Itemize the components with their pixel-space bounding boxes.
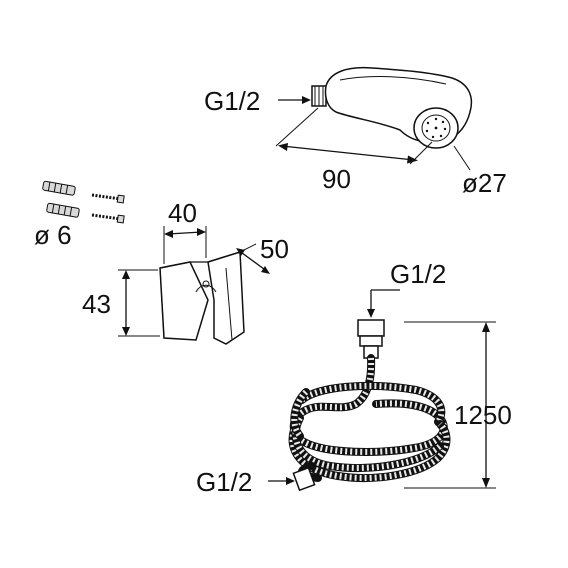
hand-shower: G1/2 90 ø27 [204, 66, 507, 198]
fixing-set: ø 6 [34, 180, 125, 250]
wall-plug [46, 202, 80, 218]
screw [91, 213, 125, 224]
thread-arrow [302, 96, 311, 104]
depth-50-label: 50 [260, 234, 289, 264]
shower-hose: G1/2 1250 G1/2 [196, 259, 512, 497]
wall-holder: 40 50 43 [82, 198, 289, 345]
fixing-diameter-label: ø 6 [34, 220, 72, 250]
hose-top-thread-label: G1/2 [390, 259, 446, 289]
hose-bottom-thread-label: G1/2 [196, 467, 252, 497]
length-90-label: 90 [322, 164, 351, 194]
length-1250-label: 1250 [454, 400, 512, 430]
width-40-dimension-line [167, 231, 203, 235]
hand-shower-thread-label: G1/2 [204, 86, 260, 116]
diameter-27-label: ø27 [462, 168, 507, 198]
wall-plug [42, 180, 76, 196]
width-40-label: 40 [168, 198, 197, 228]
screw [91, 193, 125, 204]
depth-50-dimension-line [237, 249, 269, 273]
height-43-label: 43 [82, 289, 111, 319]
length-90-dimension-line [281, 145, 415, 161]
hose-bottom-nut [292, 466, 316, 492]
spray-nozzles [425, 117, 447, 139]
hose-top-nut [357, 319, 385, 337]
